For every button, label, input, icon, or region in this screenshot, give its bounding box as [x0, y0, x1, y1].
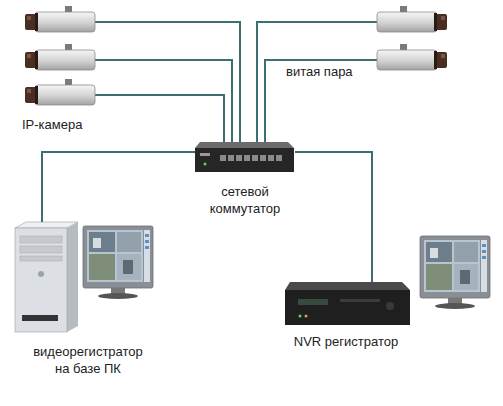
camera-wire: [265, 60, 377, 145]
ip-camera: [377, 6, 447, 32]
note-label: витая пара: [286, 64, 353, 80]
device-label: сетевой коммутатор: [193, 183, 297, 217]
camera-wires: [95, 22, 377, 145]
ip-camera: [25, 44, 95, 70]
ip-camera: [377, 44, 447, 70]
note-label: IP-камера: [22, 117, 82, 133]
network-switch: [195, 142, 294, 172]
pc-monitor: [83, 226, 153, 299]
pc-recorder: [15, 222, 153, 332]
device-node: видеорегистратор на базе ПК: [15, 222, 152, 332]
camera-wire: [257, 22, 377, 145]
network-cable: [295, 152, 372, 282]
device-label: видеорегистратор на базе ПК: [28, 343, 148, 377]
device-node: сетевой коммутатор: [195, 142, 295, 172]
device-node: NVR регистратор: [285, 282, 410, 325]
ip-camera: [25, 6, 95, 32]
device-label: NVR регистратор: [276, 333, 416, 350]
camera-wire: [95, 60, 232, 145]
camera-wire: [95, 22, 240, 145]
nvr-monitor: [420, 236, 490, 309]
network-cable: [42, 152, 195, 222]
nvr-recorder: [285, 236, 490, 325]
camera-wire: [95, 95, 224, 145]
ip-camera: [25, 79, 95, 105]
